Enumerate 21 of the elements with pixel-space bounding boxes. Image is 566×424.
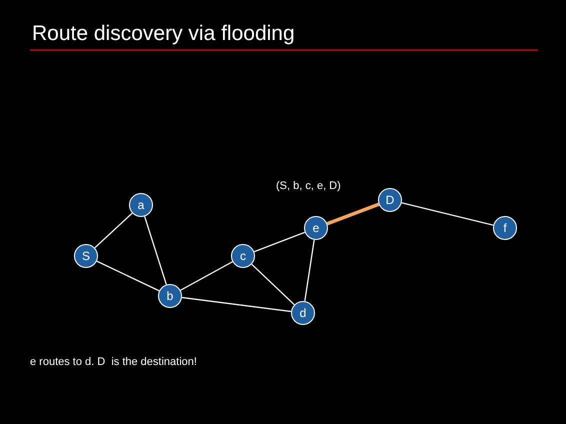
link-line	[180, 261, 233, 291]
network-node: D	[378, 188, 402, 212]
link-line	[94, 212, 133, 248]
link-line	[304, 240, 315, 302]
link-line	[144, 216, 167, 285]
network-node: b	[158, 284, 182, 308]
link-line	[182, 296, 292, 312]
link-line	[402, 202, 494, 226]
network-node: c	[231, 244, 255, 268]
network-node: e	[304, 216, 328, 240]
link-line	[251, 264, 295, 306]
network-node: d	[291, 301, 315, 325]
network-node: S	[74, 244, 98, 268]
link-line	[254, 232, 306, 252]
link-line	[96, 260, 160, 292]
note-text: e routes to d. D is the destination!	[30, 356, 197, 368]
network-node: a	[129, 193, 153, 217]
network-node: f	[493, 216, 517, 240]
slide-title: Route discovery via flooding	[32, 22, 295, 46]
route-record-label: (S, b, c, e, D)	[276, 180, 341, 192]
link-line	[326, 202, 380, 226]
